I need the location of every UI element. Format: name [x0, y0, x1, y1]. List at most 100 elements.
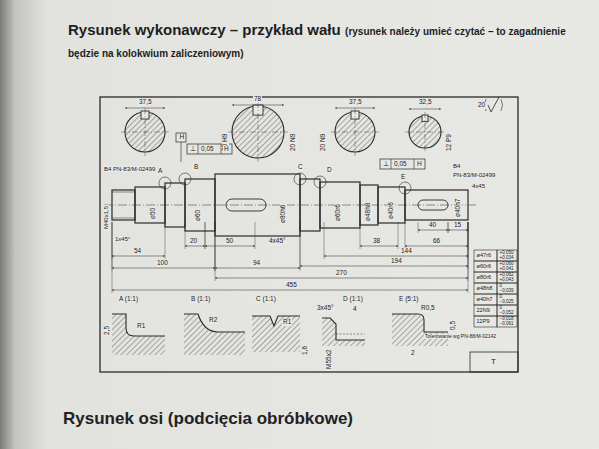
dimension-label: 15	[453, 222, 462, 229]
dimension-label: 144	[400, 248, 413, 255]
table-cell	[474, 294, 497, 305]
dimension-label: M40x1,5	[103, 205, 109, 230]
table-cell	[497, 294, 517, 305]
detail-circle	[294, 173, 306, 185]
extension-line	[398, 222, 399, 249]
detail-circle	[159, 177, 171, 189]
dimension-label: −0,052	[499, 311, 515, 316]
keyway	[226, 199, 266, 211]
extension-line	[448, 222, 449, 233]
table-cell	[497, 250, 517, 261]
slide-heading: Rysunek osi (podcięcia obróbkowe)	[62, 410, 354, 427]
dimension-label: ø40h7	[476, 297, 494, 303]
center-line	[145, 108, 146, 156]
datum-leader	[181, 142, 182, 162]
dimension-label: R1	[282, 319, 292, 326]
center-line	[258, 102, 259, 162]
keyway	[418, 200, 448, 210]
dimension-label: ø48h8	[476, 286, 494, 292]
dimension-label: 20	[189, 238, 198, 245]
extension-line	[468, 222, 469, 293]
dimension-label: 455	[285, 282, 298, 289]
dimension-line	[335, 108, 375, 109]
dimension-label: ø40r6	[388, 201, 395, 220]
dimension-label: 78	[253, 96, 262, 103]
dimension-label: R0,5	[420, 305, 436, 312]
extension-line	[165, 222, 166, 259]
dimension-line	[112, 290, 468, 291]
table-cell	[474, 283, 497, 294]
detail-material	[112, 314, 165, 355]
dimension-label: 270	[335, 270, 348, 277]
table-cell	[497, 261, 517, 272]
thread-line	[336, 334, 365, 335]
dimension-label: 20	[477, 102, 486, 109]
extension-line	[255, 222, 256, 249]
dimension-line	[112, 256, 165, 257]
dimension-label: C (1:1)	[255, 296, 277, 303]
tolerance-frame	[187, 144, 232, 154]
dimension-label: H	[179, 134, 186, 141]
detail-material	[322, 318, 365, 346]
dimension-label: M55x2	[326, 348, 333, 370]
dimension-label: 3x45°	[316, 305, 335, 312]
dimension-label: 54	[133, 248, 142, 255]
dimension-label: 1x45°	[114, 236, 131, 242]
dimension-label: 0	[499, 306, 504, 311]
detail-circle	[314, 176, 326, 188]
dimension-line	[405, 246, 468, 247]
center-line	[425, 112, 426, 152]
dimension-label: ø60r6	[335, 203, 342, 222]
extension-line	[205, 222, 206, 249]
slide-heading: Rysunek wykonawczy – przykład wału (rysu…	[68, 19, 568, 62]
drawing-frame	[100, 97, 518, 372]
tolerance-divider	[414, 159, 415, 169]
drawing-layer	[100, 97, 518, 372]
dimension-label: PN-83/M-02499	[452, 172, 496, 178]
dimension-label: 66	[432, 238, 441, 245]
tolerance-divider	[198, 144, 199, 154]
dimension-label: E (5:1)	[398, 296, 420, 303]
tolerance-divider	[391, 159, 392, 169]
dimension-line	[300, 266, 468, 267]
dimension-label: 0,05	[200, 146, 215, 153]
extension-line	[418, 222, 419, 233]
dimension-label: 2	[410, 350, 416, 357]
datum-box	[176, 133, 186, 142]
dimension-label: +0,062	[499, 273, 515, 278]
dimension-label: 50	[225, 238, 234, 245]
extension-line	[468, 222, 469, 269]
dimension-label: T	[490, 358, 497, 366]
center-line	[355, 108, 356, 156]
table-cell	[497, 283, 517, 294]
dimension-line	[215, 278, 468, 279]
dimension-label: 37,5	[348, 99, 363, 106]
dimension-label: +0,034	[499, 256, 515, 261]
detail-material	[252, 316, 300, 352]
dimension-label: 100	[156, 260, 169, 267]
dimension-line	[418, 230, 448, 231]
dimension-label: 1,6	[302, 345, 309, 356]
extension-line	[405, 222, 406, 249]
space	[341, 21, 345, 38]
detail-profile	[112, 314, 165, 336]
extension-line	[215, 222, 216, 281]
extension-line	[300, 222, 301, 271]
dimension-label: ø48h8	[365, 202, 372, 222]
extension-line	[448, 222, 449, 233]
dimension-label: ø80h6	[280, 204, 287, 224]
dimension-label: 12 P9	[446, 133, 453, 152]
dimension-label: 20 N9	[290, 133, 297, 152]
dimension-label: A (1:1)	[118, 296, 139, 303]
dimension-label: ø50	[150, 207, 157, 220]
dimension-label: +0,050	[499, 251, 515, 256]
dimension-label: D	[326, 167, 333, 174]
dimension-label: 22N9	[476, 308, 491, 314]
dimension-label: ⊥	[189, 146, 197, 153]
detail-material	[184, 314, 245, 355]
thread-line	[112, 218, 135, 219]
dimension-label: 2,5	[104, 325, 111, 336]
dimension-line	[112, 268, 215, 269]
slide-title: Rysunek wykonawczy – przykład wału	[68, 21, 341, 38]
